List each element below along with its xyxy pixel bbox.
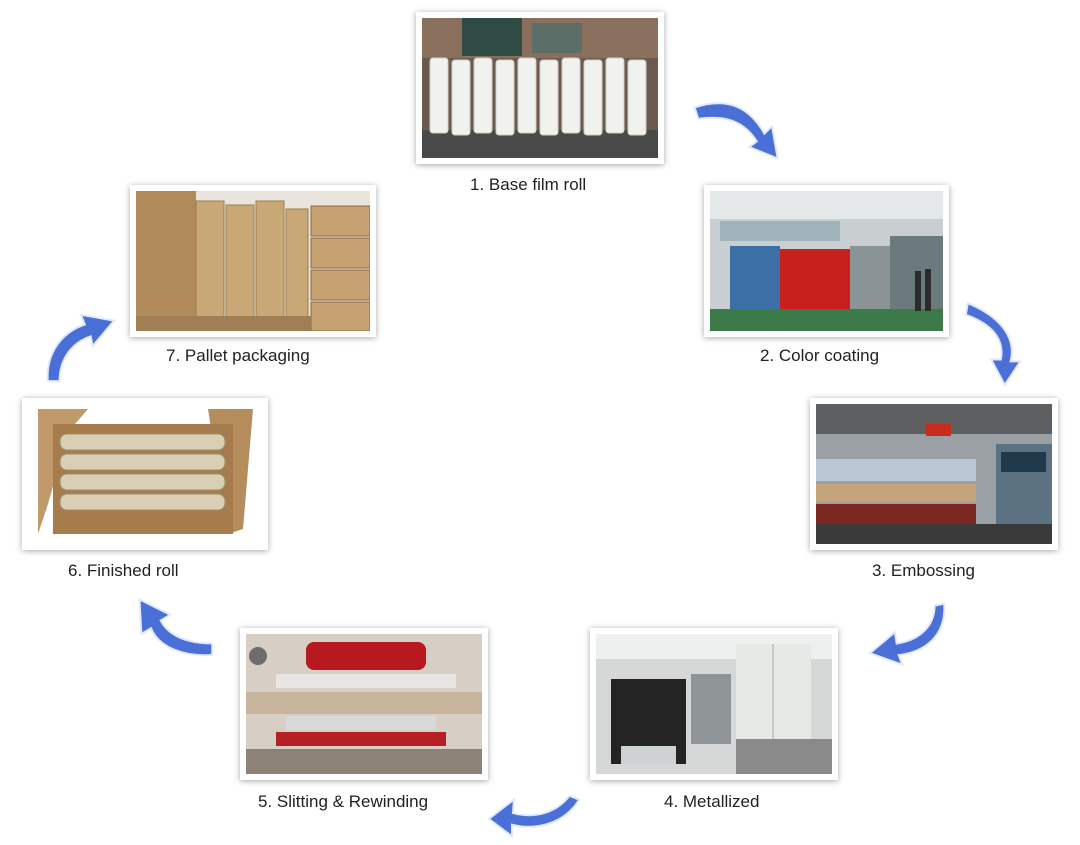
arrow-5-to-6-icon	[138, 597, 214, 657]
color-coating-image	[710, 191, 943, 331]
step-7-label: 7. Pallet packaging	[166, 346, 310, 365]
step-6-label: 6. Finished roll	[68, 561, 179, 580]
step-7-photo	[130, 185, 376, 337]
arrow-6-to-7-icon	[46, 313, 116, 383]
slitting-rewinding-image	[246, 634, 482, 774]
step-3-photo	[810, 398, 1058, 550]
base-film-roll-image	[422, 18, 658, 158]
step-1-label: 1. Base film roll	[470, 175, 587, 194]
finished-roll-image	[28, 404, 262, 544]
arrow-3-to-4-icon	[868, 602, 946, 667]
step-6-photo	[22, 398, 268, 550]
step-4-label: 4. Metallized	[664, 792, 760, 811]
step-5-photo	[240, 628, 488, 780]
step-2-photo	[704, 185, 949, 337]
step-5-label: 5. Slitting & Rewinding	[258, 792, 429, 811]
step-3-label: 3. Embossing	[872, 561, 975, 580]
step-1-photo	[416, 12, 664, 164]
step-4-photo	[590, 628, 838, 780]
embossing-image	[816, 404, 1052, 544]
arrow-4-to-5-icon	[487, 794, 581, 839]
step-2-label: 2. Color coating	[760, 346, 880, 365]
metallized-image	[596, 634, 832, 774]
arrow-2-to-3-icon	[964, 301, 1023, 387]
pallet-packaging-image	[136, 191, 370, 331]
arrow-1-to-2-icon	[693, 102, 779, 160]
